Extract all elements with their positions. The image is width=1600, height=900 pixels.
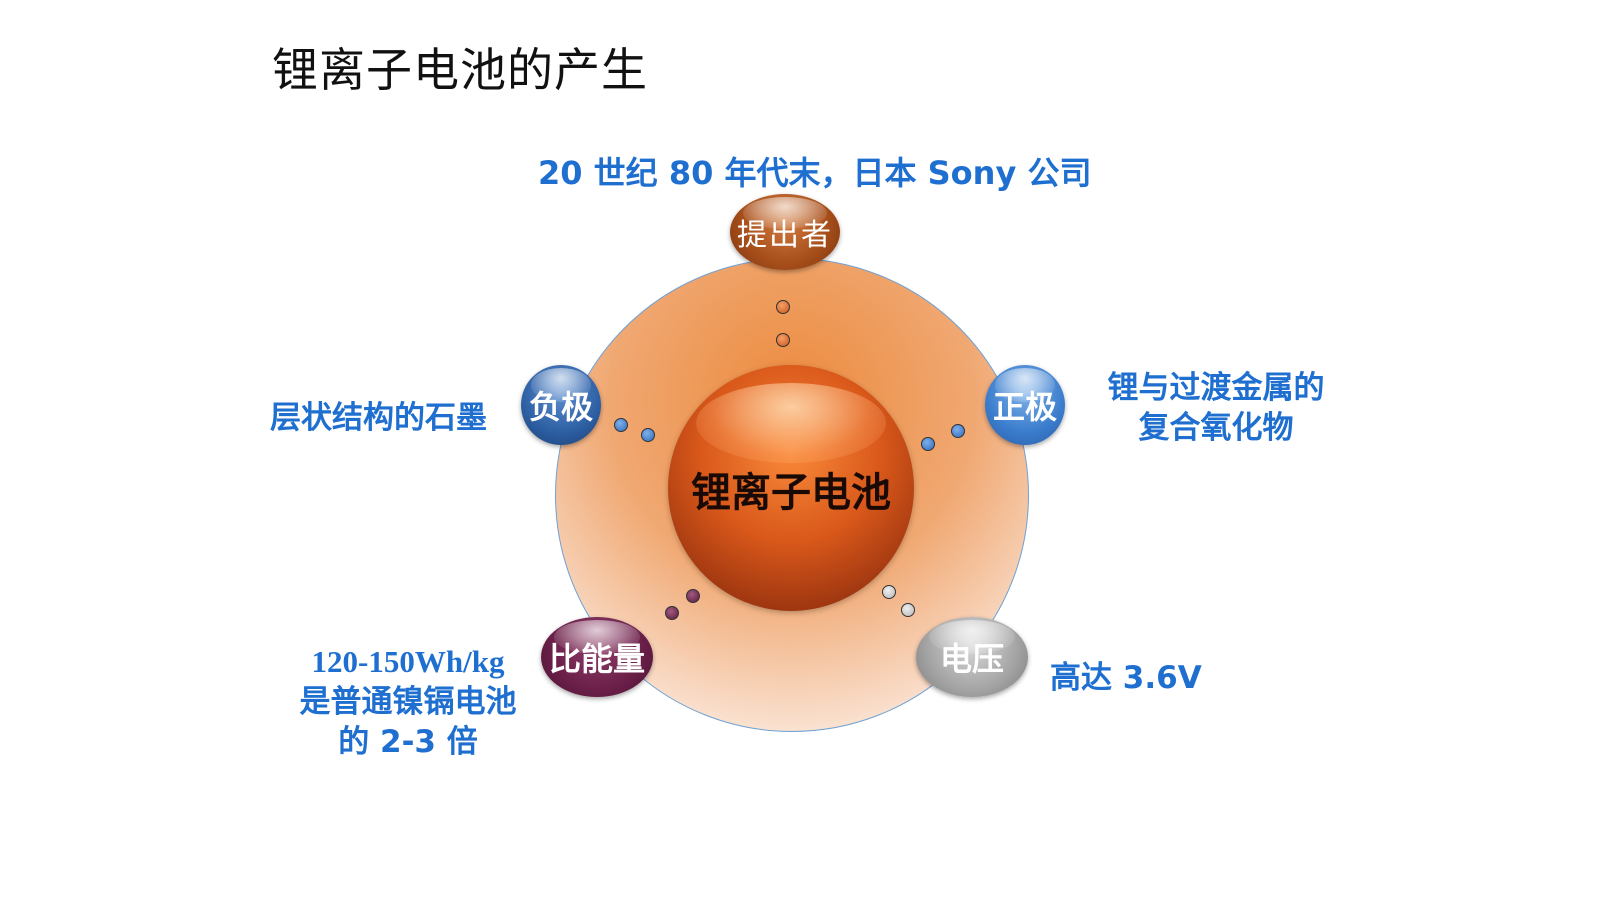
energy-description-line3: 的 2-3 倍: [338, 724, 478, 760]
node-voltage: 电压: [916, 617, 1028, 697]
node-proposer: 提出者: [730, 194, 840, 270]
connector-dot-proposer-2: [776, 333, 790, 347]
connector-dot-cathode-2: [951, 424, 965, 438]
connector-dot-voltage-1: [882, 585, 896, 599]
connector-dot-energy-1: [665, 606, 679, 620]
cathode-description-line2: 复合氧化物: [1138, 410, 1294, 446]
node-voltage-label: 电压: [939, 640, 1004, 678]
connector-dot-anode-2: [641, 428, 655, 442]
energy-description: 120-150Wh/kg 是普通镍镉电池 的 2-3 倍: [288, 642, 528, 762]
connector-dot-voltage-2: [901, 603, 915, 617]
center-label: 锂离子电池: [691, 470, 891, 516]
node-anode-label: 负极: [528, 388, 593, 426]
anode-description: 层状结构的石墨: [270, 400, 487, 436]
page-title: 锂离子电池的产生: [272, 43, 648, 97]
node-cathode: 正极: [985, 365, 1065, 445]
cathode-description: 锂与过渡金属的 复合氧化物: [1096, 368, 1336, 448]
energy-description-line2: 是普通镍镉电池: [299, 684, 517, 720]
connector-dot-cathode-1: [921, 437, 935, 451]
connector-dot-energy-2: [686, 589, 700, 603]
center-sphere: [668, 365, 914, 611]
node-energy-label: 比能量: [548, 640, 645, 678]
node-proposer-label: 提出者: [737, 218, 833, 253]
voltage-description: 高达 3.6V: [1050, 660, 1202, 696]
node-energy: 比能量: [541, 617, 653, 697]
cathode-description-line1: 锂与过渡金属的: [1107, 370, 1325, 406]
energy-description-line1: 120-150Wh/kg: [311, 644, 505, 679]
connector-dot-proposer-1: [776, 300, 790, 314]
node-cathode-label: 正极: [992, 388, 1057, 426]
proposer-description: 20 世纪 80 年代末，日本 Sony 公司: [538, 154, 1092, 192]
connector-dot-anode-1: [614, 418, 628, 432]
node-anode: 负极: [521, 365, 601, 445]
